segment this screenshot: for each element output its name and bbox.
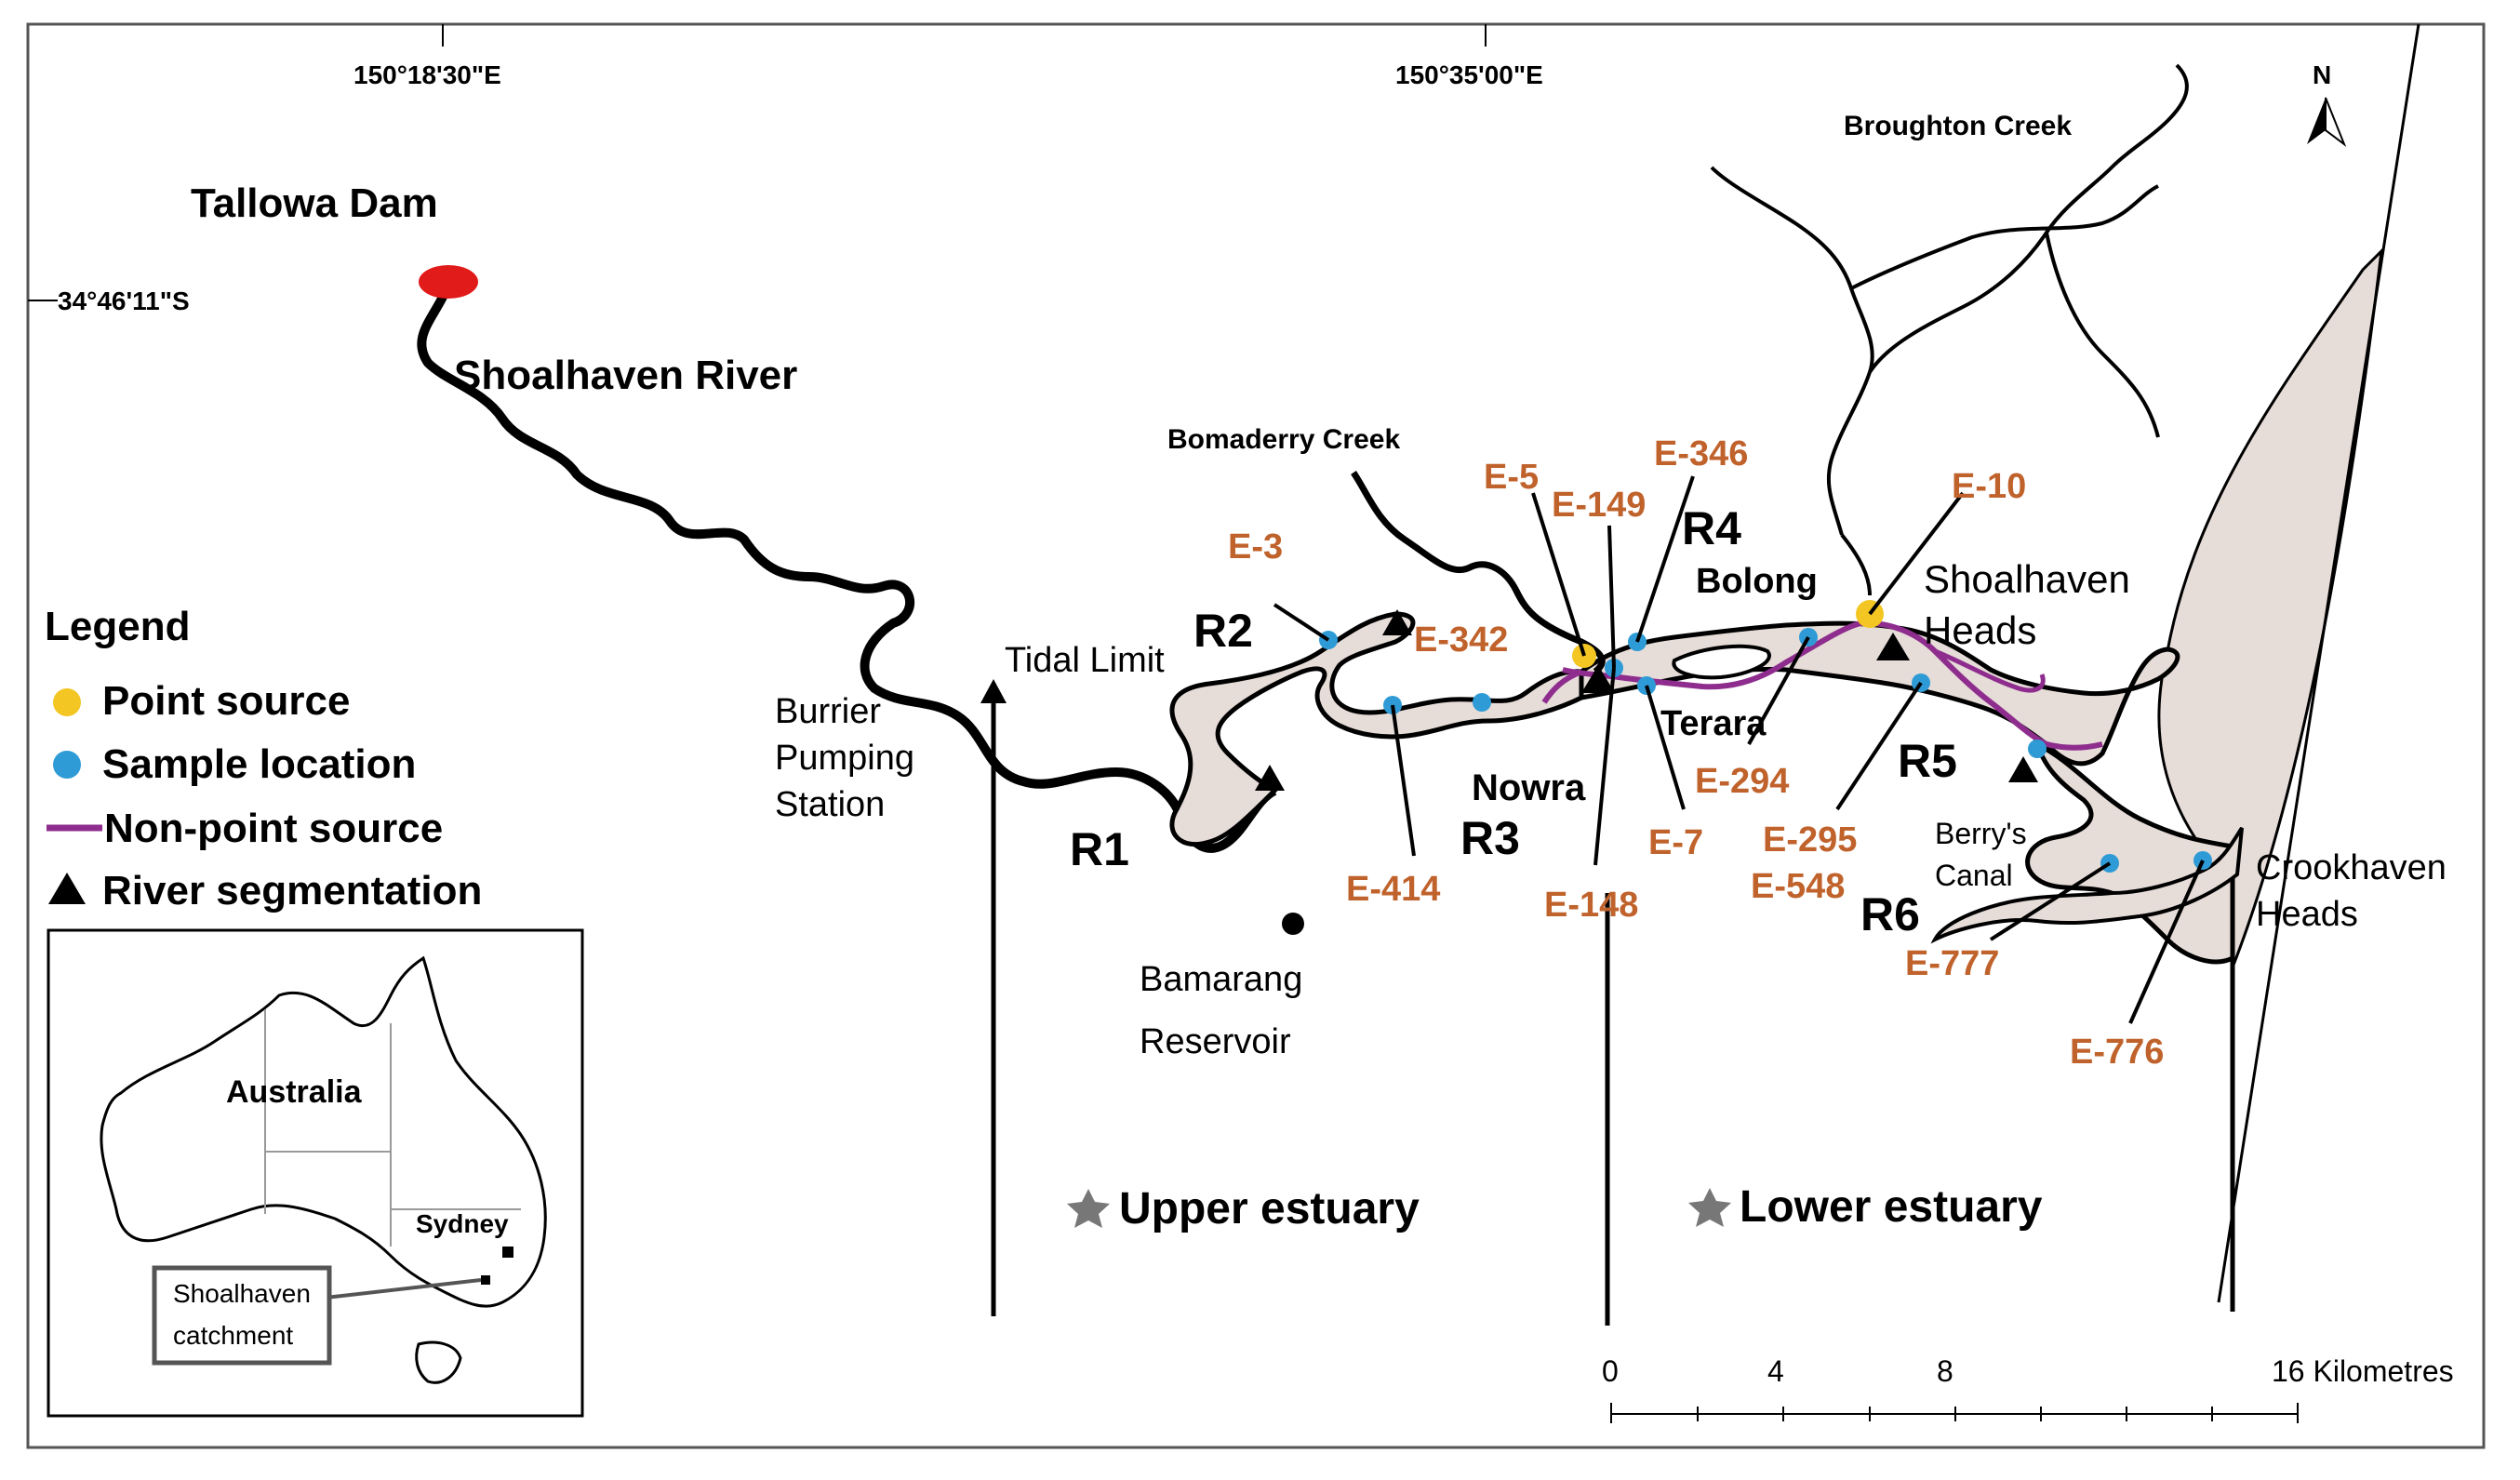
terara-label: Terara — [1660, 704, 1767, 743]
nowra-label: Nowra — [1472, 767, 1586, 808]
bolong-label: Bolong — [1696, 562, 1818, 601]
shoalhaven-heads-label-1: Shoalhaven — [1924, 557, 2130, 601]
scale-bar — [1610, 1403, 2299, 1423]
scale-0-label: 0 — [1602, 1354, 1619, 1388]
estuary-upper — [1169, 611, 1598, 847]
tasmania-outline — [415, 1340, 462, 1384]
sample-e342 — [1473, 693, 1491, 712]
legend-non-point-label: Non-point source — [104, 806, 443, 851]
site-e5-label: E-5 — [1484, 458, 1539, 497]
inset-catchment-label-1: Shoalhaven — [173, 1279, 311, 1308]
segment-r5-label: R5 — [1898, 735, 1957, 787]
shoalhaven-heads-label-2: Heads — [1924, 608, 2036, 652]
segment-r1-label: R1 — [1070, 823, 1129, 875]
tidal-limit-label: Tidal Limit — [1005, 641, 1165, 680]
lon2-label: 150°35'00"E — [1395, 60, 1543, 89]
bomaderry-creek-label: Bomaderry Creek — [1167, 424, 1400, 455]
shoalhaven-river-label: Shoalhaven River — [454, 353, 797, 398]
legend-segmentation-icon — [48, 873, 86, 904]
inset-catchment-label-2: catchment — [173, 1321, 293, 1350]
site-e3-label: E-3 — [1228, 527, 1283, 567]
inset-pointer — [325, 1278, 482, 1300]
tallowa-dam-label: Tallowa Dam — [191, 180, 438, 226]
state-borders — [264, 1009, 521, 1247]
site-e295-label: E-295 — [1763, 820, 1857, 860]
shoalhaven-marker — [481, 1275, 490, 1285]
estuary-island — [1672, 644, 1771, 680]
bamarang-label-2: Reservoir — [1140, 1022, 1291, 1061]
crookhaven-heads-label-1: Crookhaven — [2256, 848, 2447, 887]
australia-outline — [100, 955, 547, 1308]
upper-estuary-label: Upper estuary — [1119, 1184, 1420, 1233]
non-point-source-upper — [1541, 669, 1583, 704]
site-e294-label: E-294 — [1695, 762, 1789, 801]
leader-lines — [1273, 475, 2205, 1024]
legend-segmentation-label: River segmentation — [102, 868, 482, 913]
segmentation-markers — [980, 609, 2038, 791]
catchment-label-box — [152, 1265, 332, 1366]
burrier-label-1: Burrier — [775, 692, 881, 731]
segment-r6-label: R6 — [1860, 888, 1920, 940]
map-frame — [26, 22, 2486, 1449]
non-point-source-bend — [1934, 648, 2046, 693]
shoalhaven-river — [417, 282, 1277, 853]
sample-e548 — [2028, 740, 2047, 758]
berrys-canal-label-1: Berry's — [1935, 817, 2027, 850]
bamarang-label-1: Bamarang — [1140, 960, 1302, 999]
site-e7-label: E-7 — [1648, 823, 1703, 862]
berrys-canal-label-2: Canal — [1935, 859, 2013, 892]
legend-sample-label: Sample location — [102, 741, 416, 787]
inset-sydney-label: Sydney — [416, 1209, 509, 1238]
site-e149-label: E-149 — [1552, 486, 1646, 525]
site-e342-label: E-342 — [1414, 620, 1508, 660]
segment-r2-label: R2 — [1193, 605, 1253, 657]
burrier-label-2: Pumping — [775, 739, 914, 778]
site-e548-label: E-548 — [1751, 867, 1845, 906]
coastline — [2217, 23, 2420, 1303]
lat1-label: 34°46'11"S — [58, 287, 190, 315]
site-e10-label: E-10 — [1952, 467, 2026, 506]
north-arrow-icon — [2307, 97, 2347, 147]
broughton-creek-label: Broughton Creek — [1844, 111, 2072, 141]
site-e414-label: E-414 — [1346, 870, 1440, 909]
lon1-label: 150°18'30"E — [353, 60, 501, 89]
legend-point-source-icon — [53, 688, 81, 716]
inset-australia-label: Australia — [226, 1074, 363, 1110]
scale-16-label: 16 Kilometres — [2272, 1354, 2454, 1388]
north-label: N — [2313, 60, 2331, 89]
sydney-marker — [502, 1247, 513, 1258]
scale-4-label: 4 — [1767, 1354, 1784, 1388]
legend-title: Legend — [45, 604, 190, 649]
scale-8-label: 8 — [1937, 1354, 1953, 1388]
segment-r4-label: R4 — [1682, 502, 1741, 554]
star-icon-upper — [1067, 1189, 1110, 1228]
star-icon-lower — [1688, 1188, 1731, 1227]
crookhaven-heads-label-2: Heads — [2256, 895, 2358, 934]
segment-r3-label: R3 — [1460, 812, 1520, 864]
site-e148-label: E-148 — [1544, 886, 1638, 925]
lower-estuary-label: Lower estuary — [1740, 1182, 2043, 1232]
legend-point-source-label: Point source — [102, 678, 351, 724]
tallowa-dam-marker — [419, 265, 478, 299]
broughton-creek — [1710, 63, 2189, 596]
site-e346-label: E-346 — [1654, 434, 1748, 473]
site-e777-label: E-777 — [1905, 944, 1999, 983]
burrier-label-3: Station — [775, 785, 885, 824]
legend-sample-icon — [53, 751, 81, 779]
site-e776-label: E-776 — [2070, 1033, 2164, 1072]
bamarang-reservoir-marker — [1282, 913, 1304, 935]
